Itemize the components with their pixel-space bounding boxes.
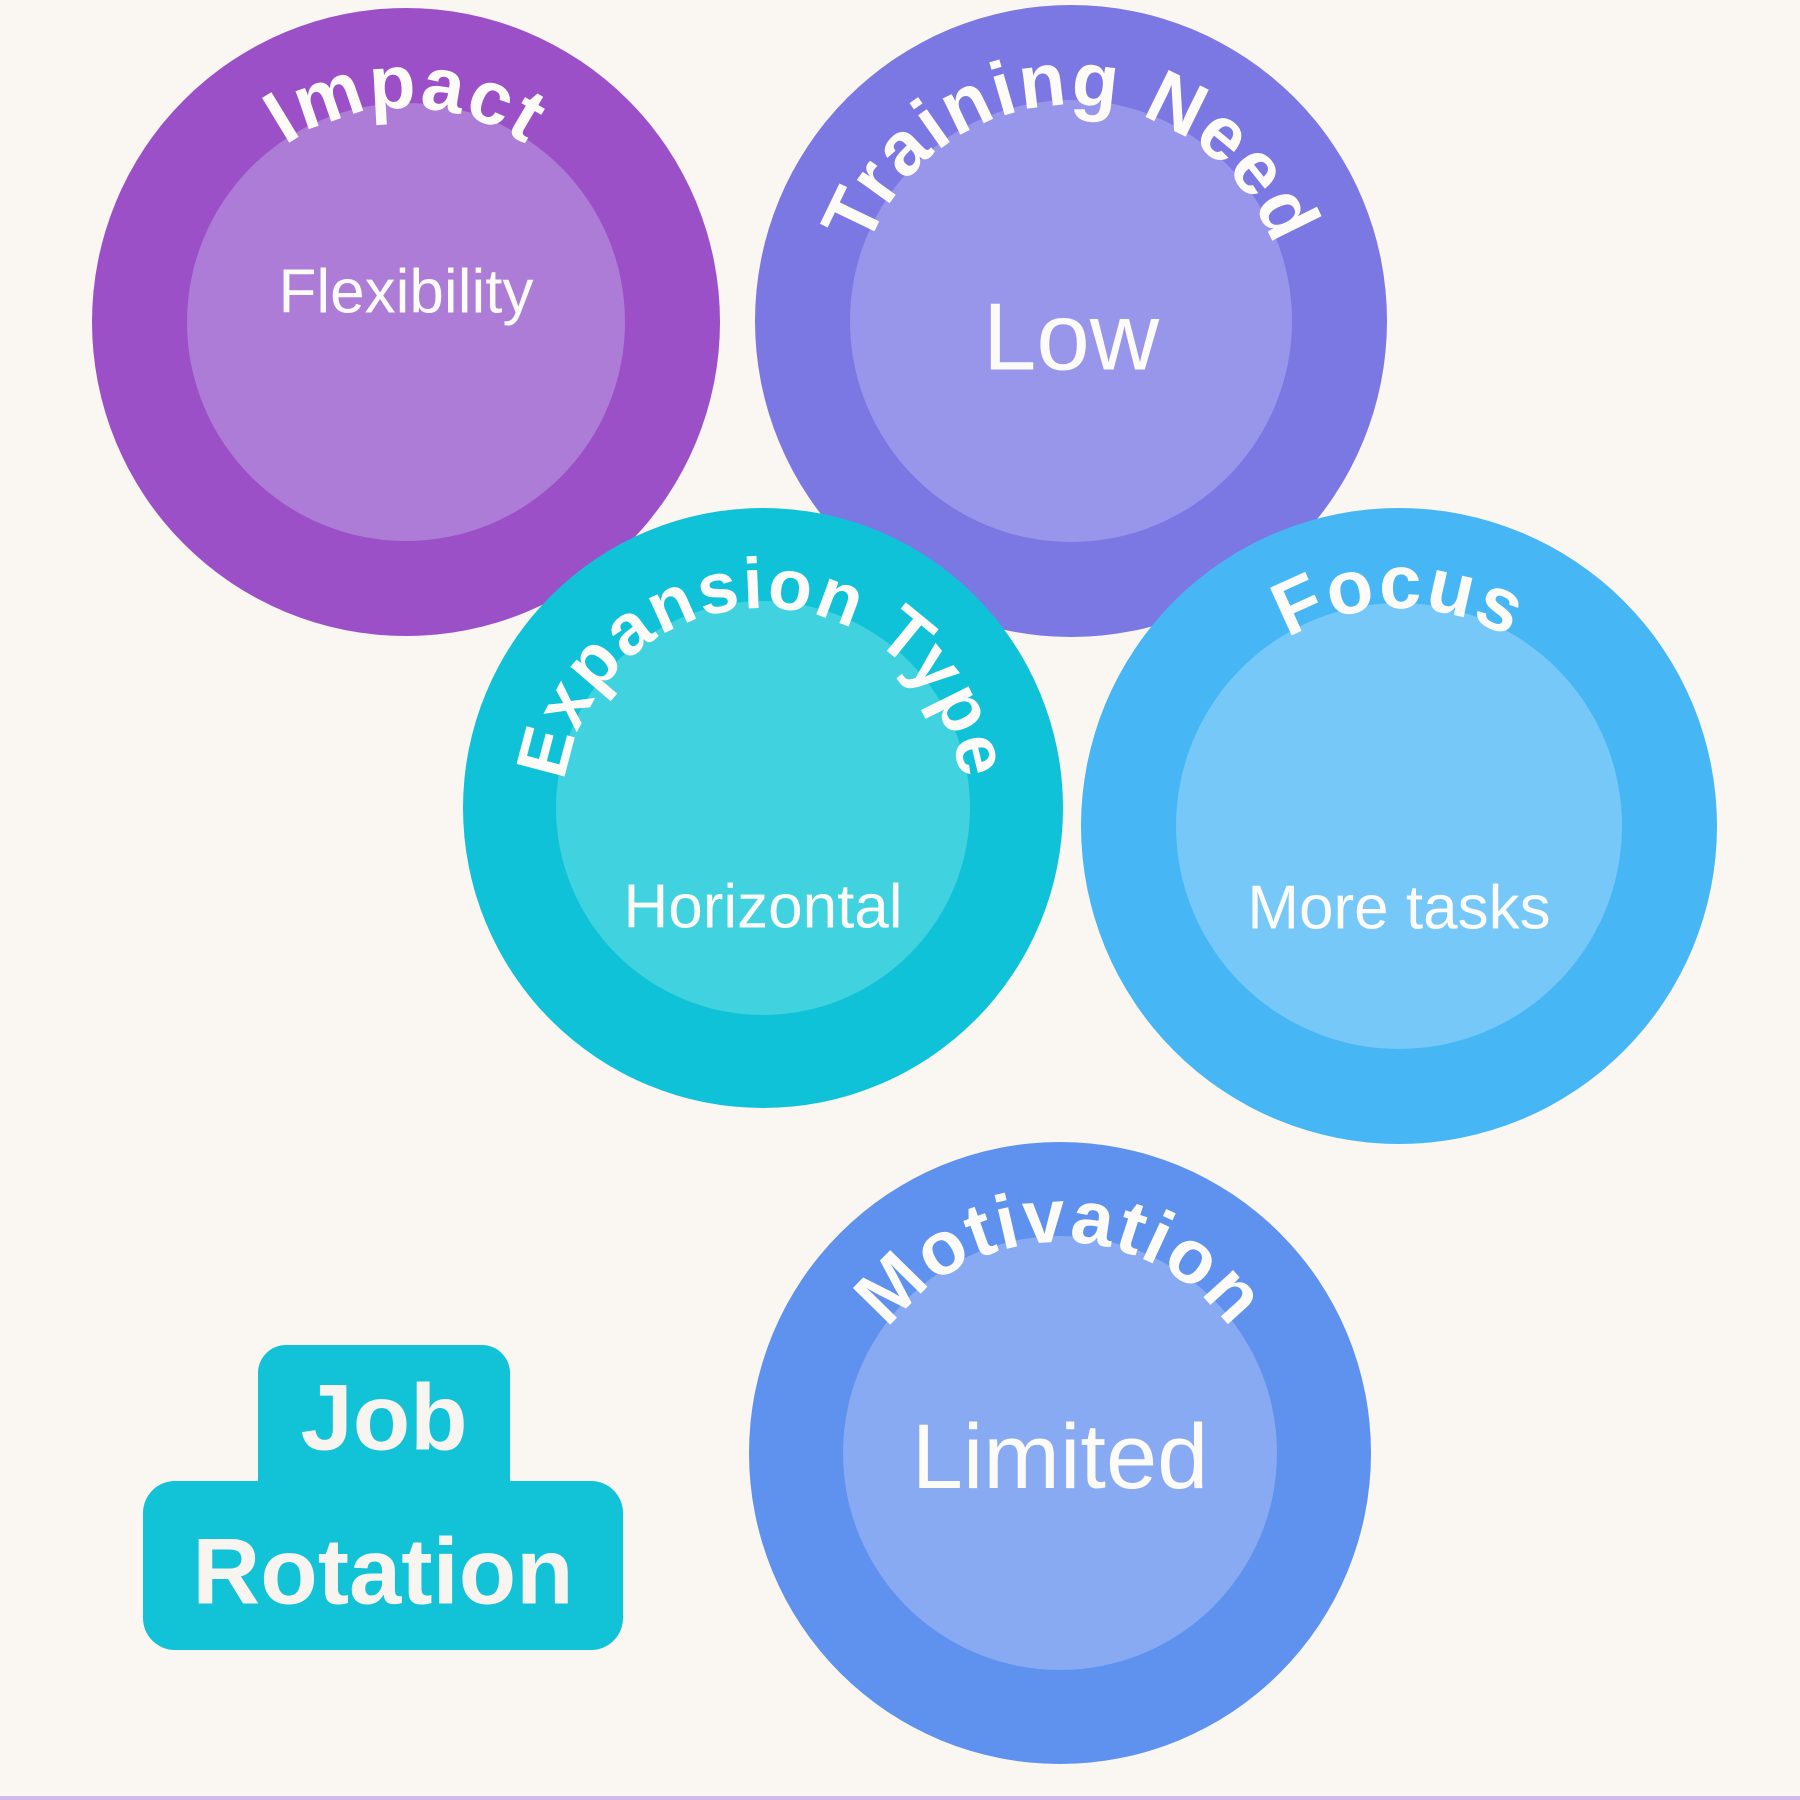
circle-training-need-center-label: Low xyxy=(983,284,1160,391)
circle-expansion-type-inner xyxy=(556,601,970,1015)
circle-focus-inner xyxy=(1176,603,1622,1049)
job-rotation-badge-bottom-shape xyxy=(143,1481,623,1650)
circle-impact-center-label: Flexibility xyxy=(279,258,534,327)
job-rotation-badge-top-shape xyxy=(258,1345,510,1513)
circle-motivation-center-label: Limited xyxy=(912,1406,1209,1508)
circle-motivation: Motivation Limited xyxy=(749,1142,1371,1764)
circle-expansion-type: Expansion Type Horizontal xyxy=(463,508,1063,1108)
circle-impact-inner xyxy=(187,103,625,541)
circle-expansion-type-center-label: Horizontal xyxy=(623,873,902,942)
circle-impact: Impact Flexibility xyxy=(92,8,720,636)
circle-training-need: Training Need Low xyxy=(755,5,1387,637)
circle-focus: Focus More tasks xyxy=(1081,508,1717,1144)
circle-motivation-inner xyxy=(843,1236,1277,1670)
circle-training-need-inner xyxy=(850,100,1292,542)
bottom-edge-line xyxy=(0,1796,1800,1800)
job-rotation-badge-line1: Job xyxy=(300,1365,467,1470)
job-rotation-badge-line2: Rotation xyxy=(192,1519,573,1624)
circle-focus-center-label: More tasks xyxy=(1247,874,1550,943)
job-rotation-badge: Job Rotation xyxy=(143,1345,623,1650)
